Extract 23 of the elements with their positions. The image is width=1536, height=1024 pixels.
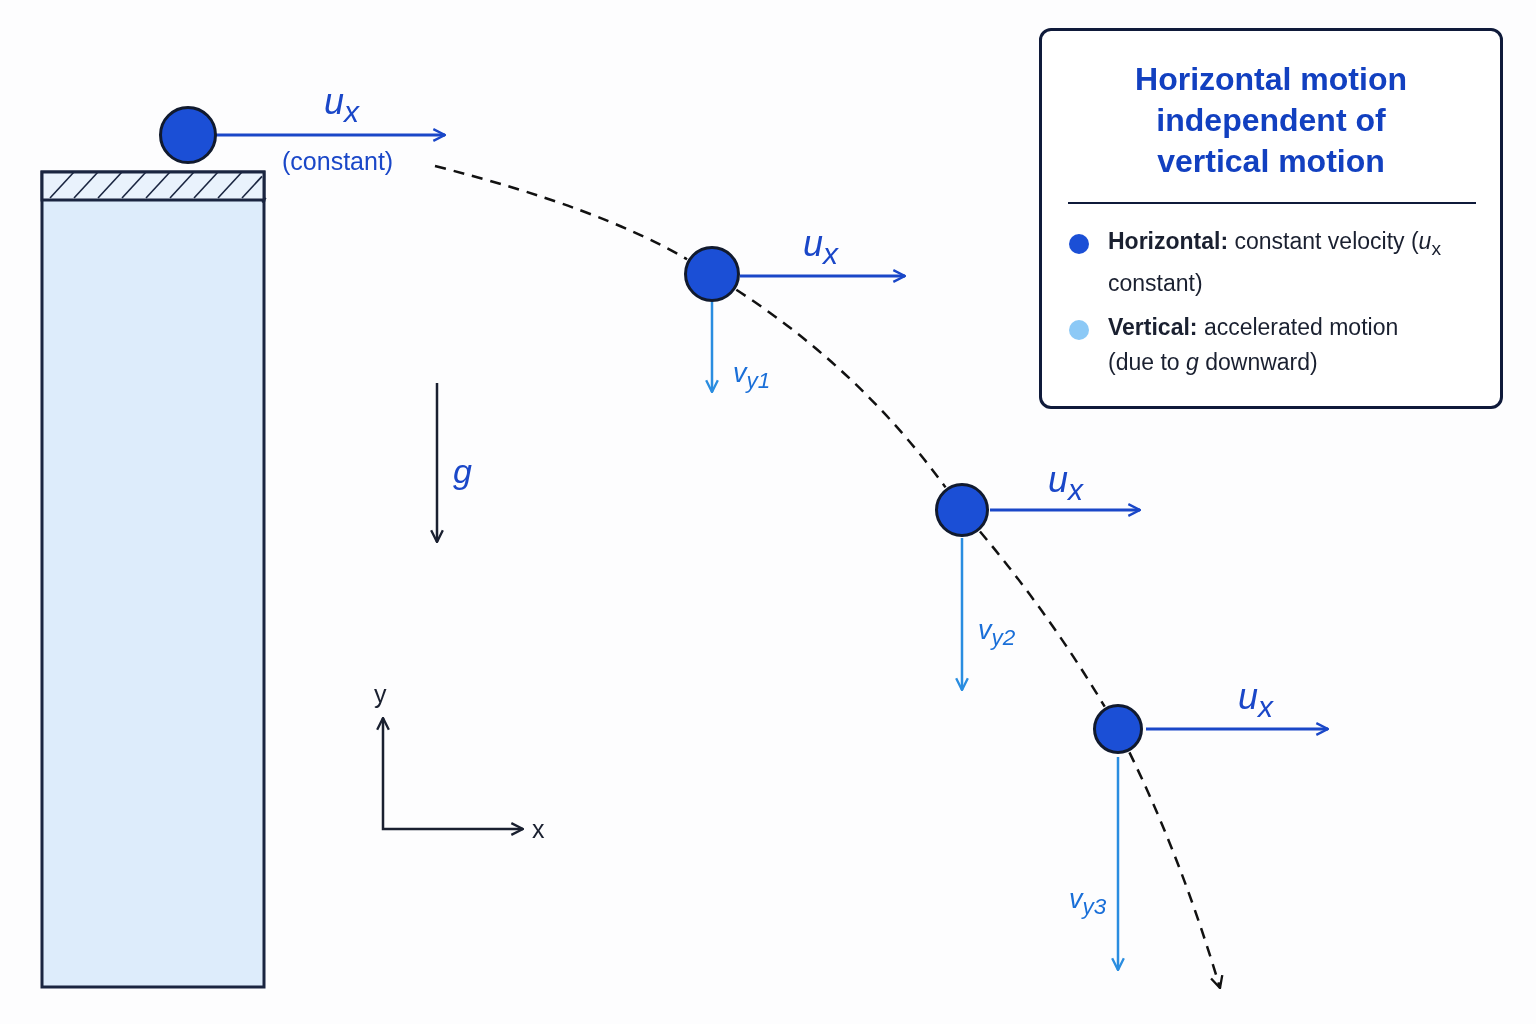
trajectory-line bbox=[434, 164, 688, 261]
velocity-label: u$_{x}$ bbox=[1048, 462, 1084, 506]
ball bbox=[159, 106, 217, 164]
velocity-label: u$_{x}$ bbox=[1238, 679, 1274, 723]
info-panel bbox=[1039, 28, 1503, 409]
axis-label: y bbox=[374, 682, 387, 707]
gravity-label: g bbox=[453, 454, 472, 488]
trajectory-line bbox=[735, 288, 947, 489]
note-text: (constant) bbox=[282, 149, 394, 174]
ball bbox=[684, 246, 740, 302]
velocity-label: v$_{y1}$ bbox=[733, 360, 771, 393]
velocity-label: v$_{y3}$ bbox=[1069, 886, 1107, 919]
ball bbox=[1093, 704, 1143, 754]
trajectory-line bbox=[979, 530, 1106, 708]
velocity-label: u$_{x}$ bbox=[803, 226, 839, 270]
velocity-label: v$_{y2}$ bbox=[978, 617, 1016, 650]
panel-title: Horizontal motion independent of vertical motion bbox=[1134, 60, 1408, 181]
velocity-label: u$_{x}$ bbox=[324, 84, 360, 128]
axis-label: x bbox=[532, 817, 545, 842]
trajectory-line bbox=[1128, 751, 1224, 990]
legend-text: Horizontal: constant velocity (u$_{x}$ constant) bbox=[1108, 227, 1442, 298]
ball bbox=[935, 483, 989, 537]
legend-text: Vertical: accelerated motion (due to g downward) bbox=[1108, 313, 1400, 377]
